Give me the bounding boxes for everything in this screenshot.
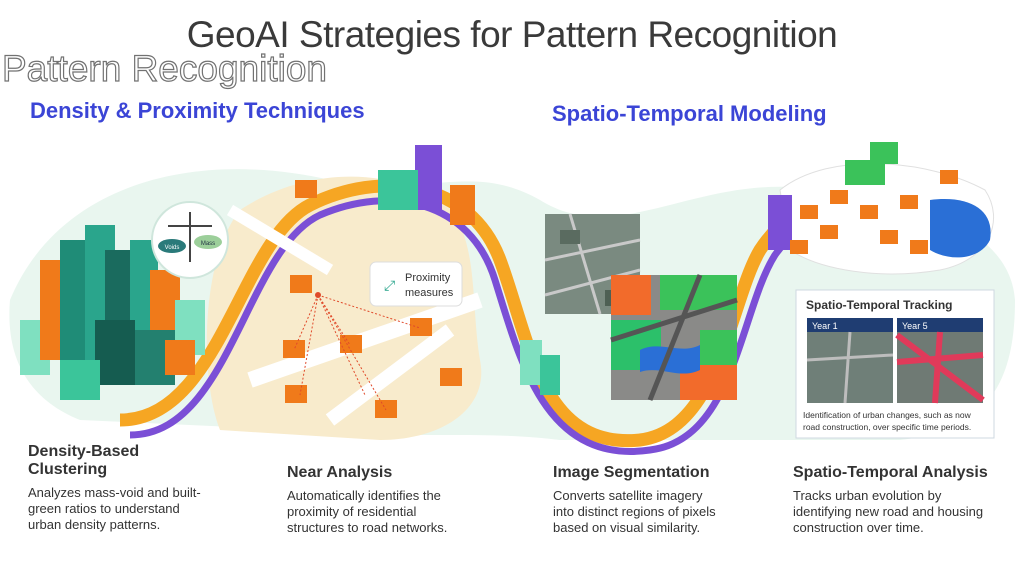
near-analysis-map bbox=[226, 180, 483, 426]
caption-image-segmentation: Image Segmentation Converts satellite im… bbox=[553, 464, 716, 536]
section-title-spatio-temporal: Spatio-Temporal Modeling bbox=[552, 101, 827, 126]
caption-body-line: structures to road networks. bbox=[287, 520, 448, 535]
spatio-temporal-city bbox=[768, 142, 994, 275]
section-title-density: Density & Proximity Techniques bbox=[30, 98, 365, 123]
balance-label-voids: Voids bbox=[165, 245, 180, 251]
caption-body-line: identifying new road and housing bbox=[793, 504, 984, 519]
caption-body-line: Tracks urban evolution by bbox=[793, 488, 942, 503]
svg-text:⤢: ⤢ bbox=[384, 277, 395, 293]
caption-heading: Density-Based bbox=[28, 443, 140, 460]
segmentation-image bbox=[610, 274, 738, 401]
proximity-measures-callout: ⤢ Proximity measures bbox=[369, 261, 463, 307]
caption-body-line: green ratios to understand bbox=[28, 501, 180, 516]
caption-body-line: Converts satellite imagery bbox=[553, 488, 703, 503]
tracking-caption-line1: Identification of urban changes, such as… bbox=[803, 410, 972, 420]
caption-near-analysis: Near Analysis Automatically identifies t… bbox=[287, 464, 447, 536]
caption-body-line: into distinct regions of pixels bbox=[553, 504, 716, 519]
spatio-temporal-tracking-panel: Spatio-Temporal Tracking Year 1 Year 5 I… bbox=[795, 289, 995, 439]
caption-body-line: urban density patterns. bbox=[28, 517, 161, 532]
caption-body-line: Automatically identifies the bbox=[287, 488, 441, 503]
ghost-title: Pattern Recognition bbox=[1, 48, 327, 89]
tracking-panel-title: Spatio-Temporal Tracking bbox=[806, 298, 952, 312]
caption-spatio-temporal-analysis: Spatio-Temporal Analysis Tracks urban ev… bbox=[793, 464, 988, 536]
page-title: GeoAI Strategies for Pattern Recognition bbox=[186, 14, 838, 55]
balance-label-mass: Mass bbox=[201, 241, 215, 247]
caption-body-line: construction over time. bbox=[793, 520, 924, 535]
proximity-line2: measures bbox=[405, 287, 454, 299]
tracking-caption-line2: road construction, over specific time pe… bbox=[803, 422, 971, 432]
year5-label: Year 5 bbox=[902, 321, 928, 331]
caption-density-clustering: Density-Based Clustering Analyzes mass-v… bbox=[28, 443, 201, 533]
proximity-line1: Proximity bbox=[405, 272, 451, 284]
caption-heading: Near Analysis bbox=[287, 464, 393, 481]
caption-heading-line2: Clustering bbox=[28, 461, 108, 478]
density-city-blocks bbox=[20, 225, 205, 400]
year1-label: Year 1 bbox=[812, 321, 838, 331]
caption-heading: Spatio-Temporal Analysis bbox=[793, 464, 988, 481]
caption-heading: Image Segmentation bbox=[553, 464, 710, 481]
caption-body-line: Analyzes mass-void and built- bbox=[28, 485, 201, 500]
balance-scale-icon: Voids Mass bbox=[151, 201, 229, 279]
caption-body-line: based on visual similarity. bbox=[553, 520, 701, 535]
caption-body-line: proximity of residential bbox=[287, 504, 417, 519]
center-city-blocks bbox=[378, 145, 560, 395]
